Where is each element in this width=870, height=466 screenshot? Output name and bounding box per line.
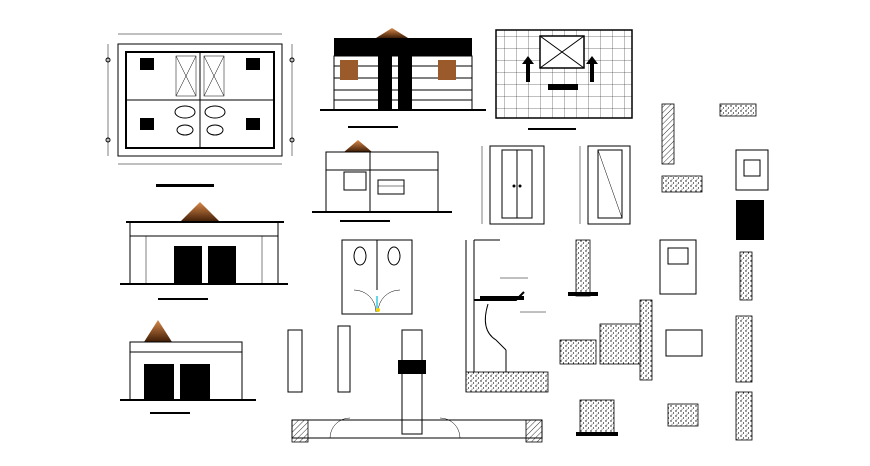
side-elevation [120, 202, 288, 300]
front-elevation-top [320, 28, 486, 128]
plumbing-section [465, 239, 549, 393]
door-elevation-2 [579, 145, 631, 225]
wall-tile-elevation [495, 29, 633, 130]
floor-plan [105, 33, 295, 187]
section-a [312, 140, 452, 222]
back-elevation [120, 320, 256, 414]
wc-plan [341, 239, 413, 315]
wall-details [568, 103, 769, 441]
foundation-details [287, 323, 703, 443]
door-elevation-1 [481, 145, 545, 225]
